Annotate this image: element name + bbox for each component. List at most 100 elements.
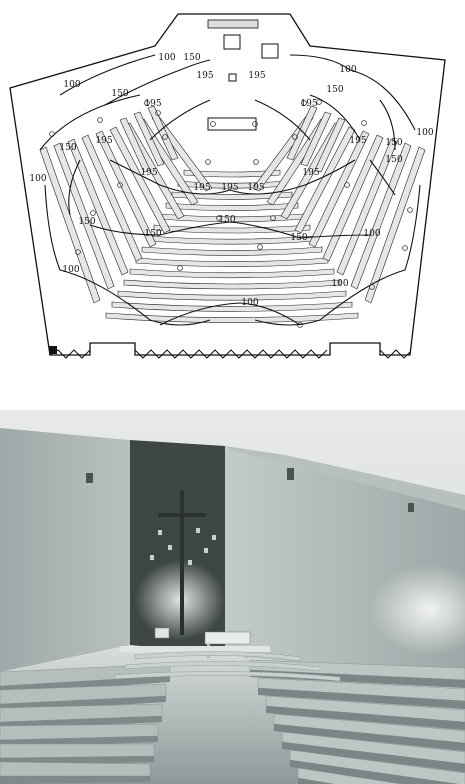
isolux-label: 195 [247,183,264,193]
isolux-labels: 100 150 100 195 195 150 100 150 195 195 195 100 150 1… [29,53,433,308]
isolux-label: 150 [59,143,76,153]
bench-center-row [135,257,329,267]
lectern [154,627,170,639]
bench-right-diagonal [364,146,426,304]
light-fixture [97,117,103,123]
altar-table [204,631,251,645]
light-fixture [361,120,367,126]
bench-right-diagonal [322,134,384,262]
light-fixture [344,182,350,188]
isolux-label: 150 [111,89,128,99]
isolux-label: 100 [416,128,433,138]
isolux-contours [39,54,421,326]
bench-center-row [141,246,323,256]
light-fixture [270,215,276,221]
render-pew-right [273,713,465,744]
isolux-label: 150 [218,215,235,225]
isolux-label: 195 [140,168,157,178]
pulpit-box [223,34,241,50]
render-pew-right-front [282,742,465,772]
isolux-label: 150 [385,155,402,165]
isolux-label: 195 [95,136,112,146]
light-fixture [257,244,263,250]
isolux-line [379,99,396,151]
interior-render [0,410,465,784]
church-floor-plan: 100 150 100 195 195 150 100 150 195 195 195 100 150 1… [9,13,446,359]
render-pew-right-front [290,760,458,784]
render-pew-left-front [0,776,150,784]
left-wall [0,428,130,672]
light-fixture [407,207,413,213]
light-fixture [49,131,55,137]
light-fixture [75,249,81,255]
isolux-label: 100 [62,265,79,275]
isolux-line [369,159,396,196]
bench-upper-left [119,117,151,173]
plan-outer-wall [9,13,446,356]
isolux-label: 150 [78,217,95,227]
altar [207,117,257,131]
isolux-line [159,302,301,326]
light-fixture [210,121,216,127]
render-pew-right [265,695,465,723]
light-fixture [155,110,161,116]
isolux-label: 150 [144,229,161,239]
isolux-line [59,54,156,96]
render-pew-right [257,677,465,702]
isolux-line [68,159,81,216]
render-pew-right-front [274,724,465,751]
light-fixture [177,265,183,271]
light-fixture [301,100,307,106]
isolux-line [89,221,371,239]
light-fixture [253,159,259,165]
isolux-line [309,94,361,141]
light-fixtures [49,99,413,328]
isolux-line [39,94,141,151]
isolux-label: 195 [248,71,265,81]
bench-center-row [183,169,281,178]
bench-upper-left [147,105,179,161]
bench-center-row [111,301,353,312]
cross-vertical [180,490,184,635]
chancel-bench [207,19,259,29]
isolux-label: 100 [63,80,80,90]
isolux-label: 150 [385,138,402,148]
bench-upper-left [133,111,165,167]
column-marker [49,346,57,354]
isolux-label: 100 [158,53,175,63]
bench-upper-right [314,117,346,173]
isolux-label: 195 [302,168,319,178]
isolux-label: 100 [331,279,348,289]
light-fixture [297,322,303,328]
isolux-label: 195 [300,99,317,109]
ceiling-downlights [86,468,414,512]
bench-right-diagonal [350,142,412,290]
isolux-label: 195 [221,183,238,193]
bench-center-row [129,268,335,279]
lectern-box [261,43,279,59]
bench-right-diagonal [336,138,398,276]
light-fixture [162,134,168,140]
isolux-line [289,54,416,131]
right-wall-upper [225,446,465,510]
render-pew-front [114,671,341,682]
isolux-label: 195 [196,71,213,81]
light-fixture [316,99,322,105]
bench-center-row [165,202,299,211]
bench-left-diagonal [53,142,115,290]
bench-right-diagonal [294,126,356,234]
render-pew-right-front [266,706,465,730]
isolux-line [104,59,211,106]
bench-center-row [117,290,347,301]
bench-left-diagonal [39,146,101,304]
isolux-line [149,99,211,141]
step [120,646,270,652]
light-fixture [369,284,375,290]
light-fixture [117,182,123,188]
render-pew-right [289,749,465,784]
render-pew-left [0,743,155,759]
render-pew-right [297,767,403,784]
render-pew-right [281,731,465,765]
render-pew-front [124,661,321,672]
render-pew-left [0,761,151,777]
